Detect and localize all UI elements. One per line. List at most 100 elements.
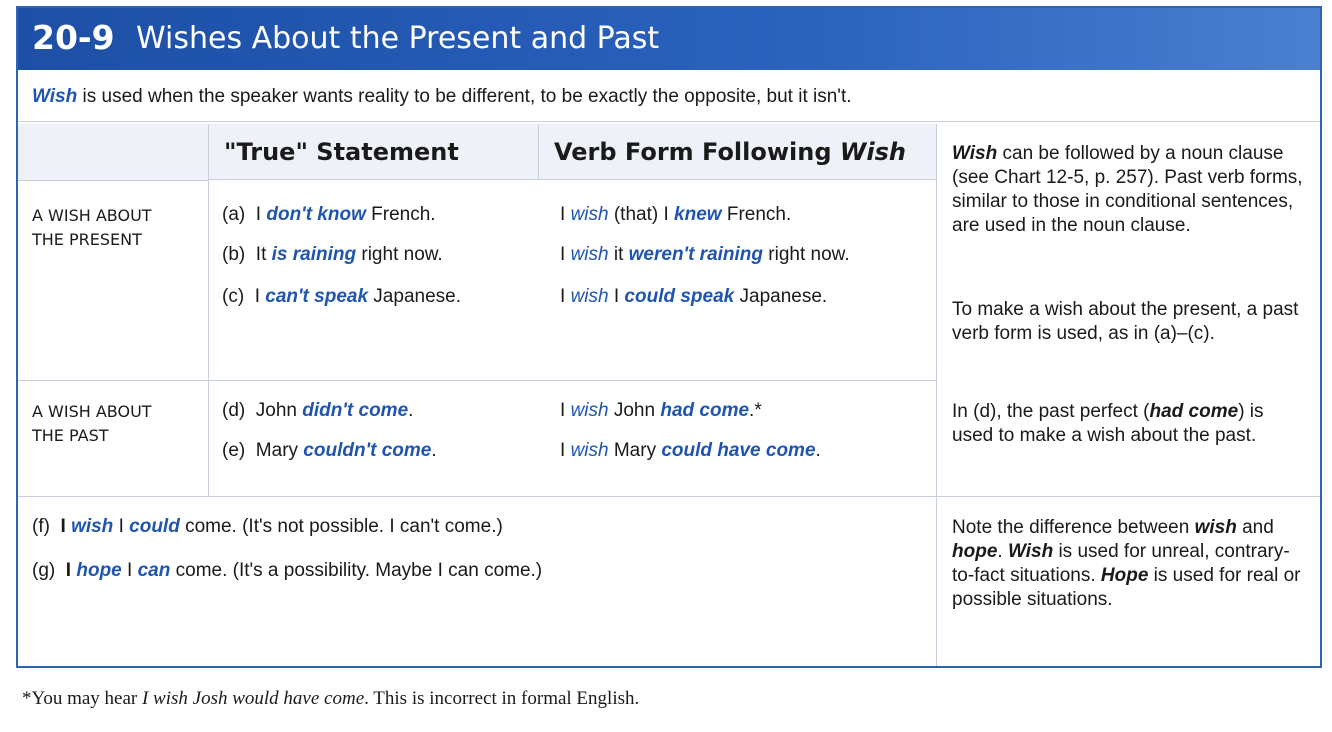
f-p5: come. (It's not possible. I can't come.)	[179, 516, 503, 537]
d-w1: I	[560, 400, 571, 421]
note-past: In (d), the past perfect (had come) is u…	[952, 400, 1304, 448]
note3-bold: had come	[1149, 401, 1239, 422]
a-t1: I	[255, 204, 267, 225]
rule-h2	[18, 496, 1320, 497]
a-w4: knew	[674, 204, 722, 225]
d-w5: .*	[749, 400, 762, 421]
d-w2: wish	[570, 400, 609, 421]
d-t2: didn't come	[302, 400, 409, 421]
c-w4: could speak	[624, 286, 735, 307]
a-w3: (that) I	[608, 204, 675, 225]
b-w1: I	[560, 244, 571, 265]
a-w5: French.	[721, 204, 792, 225]
e-w4: could have come	[661, 440, 816, 461]
chart-header: 20-9 Wishes About the Present and Past	[18, 8, 1320, 70]
chart-title: Wishes About the Present and Past	[136, 21, 660, 56]
e-w1: I	[560, 440, 571, 461]
past-label-line1: A WISH ABOUT	[32, 402, 152, 421]
past-label-line2: THE PAST	[32, 426, 109, 445]
marker-a: (a)	[222, 204, 246, 225]
marker-g: (g)	[32, 560, 56, 581]
g-p3: I	[121, 560, 138, 581]
f-p1: I	[60, 516, 72, 537]
note4-and: and	[1236, 517, 1274, 538]
g-p5: come. (It's a possibility. Maybe I can c…	[170, 560, 543, 581]
footnote-star: *	[22, 688, 32, 709]
footnote: *You may hear I wish Josh would have com…	[22, 688, 639, 710]
marker-f: (f)	[32, 516, 50, 537]
footnote-pre: You may hear	[31, 688, 142, 709]
intro-sentence: Wish is used when the speaker wants real…	[18, 72, 1320, 122]
e-w5: .	[815, 440, 821, 461]
example-b-wish: I wish it weren't raining right now.	[560, 244, 850, 266]
note-noun-clause: Wish can be followed by a noun clause (s…	[952, 142, 1304, 238]
label-column-header	[18, 124, 208, 181]
true-statement-header: "True" Statement	[208, 124, 538, 180]
footnote-italic: I wish Josh would have come	[141, 688, 365, 709]
example-f: (f) I wish I could come. (It's not possi…	[32, 516, 503, 538]
note4-hope2: Hope	[1100, 565, 1149, 586]
verb-form-header-wish: Wish	[839, 138, 906, 166]
example-e-true: (e) Mary couldn't come.	[222, 440, 437, 462]
e-t1: Mary	[255, 440, 304, 461]
a-w1: I	[560, 204, 571, 225]
e-w3: Mary	[608, 440, 662, 461]
b-w5: right now.	[763, 244, 850, 265]
marker-e: (e)	[222, 440, 246, 461]
rule-v2	[538, 124, 539, 180]
d-w3: John	[608, 400, 661, 421]
example-c-wish: I wish I could speak Japanese.	[560, 286, 827, 308]
example-a-wish: I wish (that) I knew French.	[560, 204, 791, 226]
c-w2: wish	[570, 286, 609, 307]
b-w3: it	[608, 244, 629, 265]
a-t3: French.	[365, 204, 436, 225]
g-p4: can	[137, 560, 171, 581]
c-t2: can't speak	[265, 286, 369, 307]
note4-pre: Note the difference between	[952, 517, 1195, 538]
note4-mid: is used for unreal, contrary-to-fact sit…	[952, 541, 1290, 586]
e-t3: .	[431, 440, 437, 461]
note3-post: ) is used to make a wish about the past.	[952, 401, 1264, 446]
note-present: To make a wish about the present, a past…	[952, 298, 1304, 346]
note2-text: To make a wish about the present, a past…	[952, 299, 1299, 344]
c-w5: Japanese.	[734, 286, 828, 307]
e-w2: wish	[570, 440, 609, 461]
b-t2: is raining	[271, 244, 357, 265]
note4-hope: hope	[952, 541, 998, 562]
f-p2: wish	[71, 516, 114, 537]
example-d-true: (d) John didn't come.	[222, 400, 413, 422]
note1-text: can be followed by a noun clause (see Ch…	[952, 143, 1303, 236]
note4-wish: wish	[1194, 517, 1237, 538]
example-b-true: (b) It is raining right now.	[222, 244, 443, 266]
grammar-chart: 20-9 Wishes About the Present and Past W…	[16, 6, 1322, 668]
d-t1: John	[255, 400, 303, 421]
d-w4: had come	[660, 400, 750, 421]
example-e-wish: I wish Mary could have come.	[560, 440, 821, 462]
present-label-line2: THE PRESENT	[32, 230, 142, 249]
b-w2: wish	[570, 244, 609, 265]
present-label-line1: A WISH ABOUT	[32, 206, 152, 225]
example-d-wish: I wish John had come.*	[560, 400, 762, 422]
intro-wish: Wish	[32, 86, 78, 107]
intro-text: is used when the speaker wants reality t…	[77, 86, 852, 107]
example-a-true: (a) I don't know French.	[222, 204, 436, 226]
g-p2: hope	[76, 560, 122, 581]
a-t2: don't know	[266, 204, 366, 225]
marker-d: (d)	[222, 400, 246, 421]
b-t1: It	[255, 244, 272, 265]
e-t2: couldn't come	[303, 440, 432, 461]
a-w2: wish	[570, 204, 609, 225]
rule-v1	[208, 124, 209, 496]
marker-b: (b)	[222, 244, 246, 265]
c-t3: Japanese.	[368, 286, 461, 307]
d-t3: .	[408, 400, 414, 421]
note-wish-vs-hope: Note the difference between wish and hop…	[952, 516, 1304, 612]
chart-number: 20-9	[32, 18, 115, 57]
note4-end: is used for real or possible situations.	[952, 565, 1301, 610]
c-t1: I	[254, 286, 266, 307]
example-c-true: (c) I can't speak Japanese.	[222, 286, 461, 308]
b-w4: weren't raining	[628, 244, 764, 265]
present-section-label: A WISH ABOUT THE PRESENT	[32, 204, 152, 252]
g-p1: I	[65, 560, 77, 581]
note3-pre: In (d), the past perfect (	[952, 401, 1150, 422]
